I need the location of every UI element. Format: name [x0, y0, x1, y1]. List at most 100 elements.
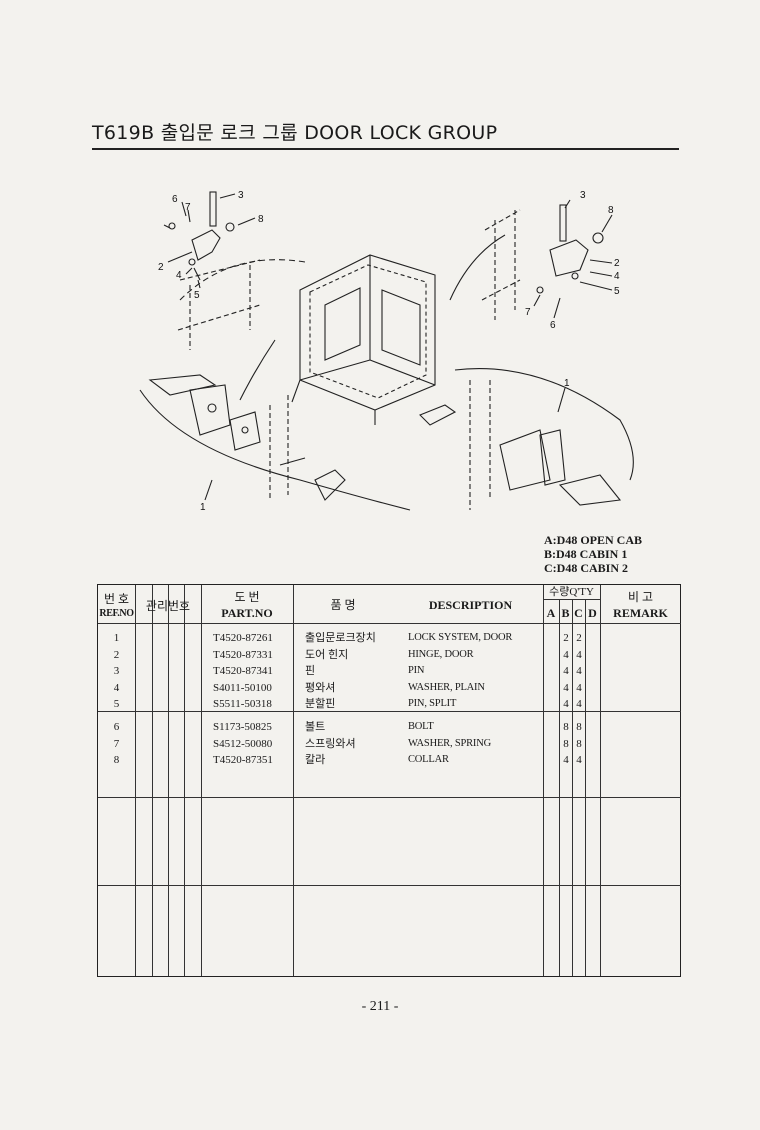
lock-assembly-left: [139, 374, 411, 511]
row-ref: 8: [113, 754, 120, 766]
row-qty-a: 4: [563, 665, 569, 677]
row-qty-a: 4: [563, 754, 569, 766]
header-ref-en: REF.NO: [99, 608, 134, 619]
col-line: [293, 585, 294, 976]
row-name-ko: 스프링와셔: [305, 738, 356, 750]
col-line: [585, 599, 586, 976]
row-qty-b: 8: [576, 738, 582, 750]
col-line: [184, 585, 185, 976]
row-part-no: S5511-50318: [213, 698, 272, 710]
hinge-group-right: [481, 204, 604, 320]
header-part-ko: 도 번: [234, 590, 260, 604]
row-qty-b: 4: [576, 698, 582, 710]
row-ref: 3: [113, 665, 120, 677]
page-title: T619B 출입문 로크 그룹 DOOR LOCK GROUP: [92, 122, 498, 144]
callout-1-left: 1: [200, 502, 206, 513]
row-part-no: S1173-50825: [213, 721, 272, 733]
header-qty: 수량Q'TY: [543, 586, 600, 599]
row-qty-a: 8: [563, 738, 569, 750]
title-underline: [92, 148, 679, 150]
row-part-no: S4011-50100: [213, 682, 272, 694]
page-number: - 211 -: [361, 999, 399, 1014]
callout-3-left: 3: [238, 190, 244, 201]
row-name-ko: 평와셔: [305, 682, 336, 694]
col-line: [559, 599, 560, 976]
row-qty-b: 4: [576, 754, 582, 766]
callout-4-left: 4: [176, 270, 182, 281]
header-remark-en: REMARK: [613, 606, 668, 620]
row-ref: 6: [113, 721, 120, 733]
callout-5-left: 5: [194, 290, 200, 301]
row-qty-a: 8: [563, 721, 569, 733]
header-part-en: PART.NO: [221, 606, 273, 620]
row-qty-a: 4: [563, 698, 569, 710]
row-qty-b: 4: [576, 649, 582, 661]
cab-frame: [291, 254, 436, 425]
col-line: [168, 585, 169, 976]
header-desc-en: DESCRIPTION: [428, 598, 513, 612]
callout-7-left: 7: [185, 202, 191, 213]
row-part-no: T4520-87351: [213, 754, 273, 766]
row-part-no: S4512-50080: [213, 738, 273, 750]
row-description: COLLAR: [408, 754, 449, 765]
row-ref: 4: [113, 682, 120, 694]
row-name-ko: 도어 힌지: [305, 649, 349, 661]
header-mgmt: 관리번호: [145, 599, 191, 613]
row-qty-a: 4: [563, 649, 569, 661]
row-description: LOCK SYSTEM, DOOR: [408, 632, 513, 643]
callout-2-left: 2: [158, 262, 164, 273]
row-name-ko: 핀: [305, 665, 316, 677]
callout-2-right: 2: [614, 258, 620, 269]
row-description: WASHER, SPRING: [408, 738, 491, 749]
callout-6-right: 6: [550, 320, 556, 331]
exploded-view-diagram: 6 7 3 8 2 4 5 3 8 2 4 5 7 6 1 1: [139, 190, 634, 513]
row-line: [98, 711, 681, 712]
col-line: [135, 585, 136, 976]
parts-table: 번 호 REF.NO 관리번호 도 번 PART.NO 품 명 DESCRIPT…: [97, 584, 681, 977]
row-qty-a: 2: [563, 632, 569, 644]
hinge-group-left: [163, 191, 261, 350]
legend-item-a: A:D48 OPEN CAB: [544, 533, 642, 547]
row-ref: 5: [113, 698, 120, 710]
header-qty-b: B: [561, 606, 570, 620]
header-qty-d: D: [588, 606, 597, 620]
callout-7-right: 7: [525, 307, 531, 318]
row-qty-b: 4: [576, 682, 582, 694]
col-line: [201, 585, 202, 976]
header-name-ko: 품 명: [330, 598, 356, 612]
row-ref: 2: [113, 649, 120, 661]
row-line: [543, 599, 600, 600]
callout-5-right: 5: [614, 286, 620, 297]
col-line: [600, 585, 601, 976]
row-part-no: T4520-87341: [213, 665, 273, 677]
callout-3-right: 3: [580, 190, 586, 201]
row-description: BOLT: [408, 721, 434, 732]
callout-4-right: 4: [614, 271, 620, 282]
row-description: PIN: [408, 665, 425, 676]
callout-6-left: 6: [172, 194, 178, 205]
row-qty-b: 4: [576, 665, 582, 677]
lock-assembly-right: [419, 368, 634, 510]
col-line: [543, 585, 544, 976]
row-name-ko: 볼트: [305, 721, 326, 733]
row-ref: 1: [113, 632, 120, 644]
callout-8-left: 8: [258, 214, 264, 225]
model-legend: A:D48 OPEN CAB B:D48 CABIN 1 C:D48 CABIN…: [544, 533, 642, 575]
callout-1-right: 1: [564, 378, 570, 389]
row-part-no: T4520-87261: [213, 632, 273, 644]
header-qty-c: C: [574, 606, 583, 620]
row-name-ko: 칼라: [305, 754, 326, 766]
row-line: [98, 623, 681, 624]
row-description: HINGE, DOOR: [408, 649, 474, 660]
col-line: [572, 599, 573, 976]
header-qty-en: Q'TY: [569, 586, 594, 598]
col-line: [152, 585, 153, 976]
header-qty-ko: 수량: [549, 586, 570, 598]
row-description: PIN, SPLIT: [408, 698, 457, 709]
row-description: WASHER, PLAIN: [408, 682, 485, 693]
row-qty-a: 4: [563, 682, 569, 694]
header-qty-a: A: [546, 606, 556, 620]
callout-8-right: 8: [608, 205, 614, 216]
row-line: [98, 885, 681, 886]
row-name-ko: 분할핀: [305, 698, 336, 710]
